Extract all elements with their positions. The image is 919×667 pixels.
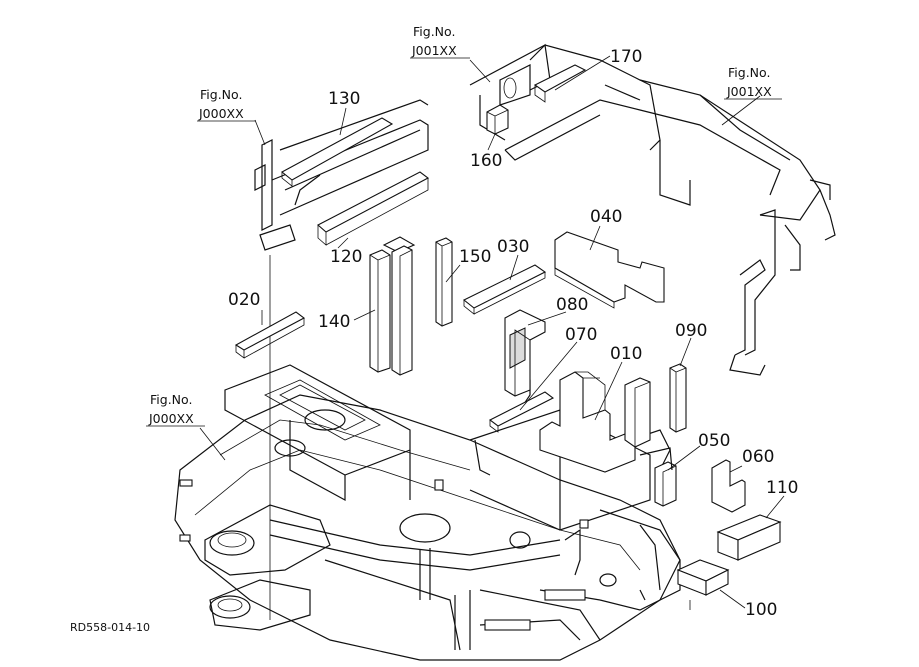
main-frame [174,364,681,661]
part-label-120: 120 [330,247,362,267]
part-label-080: 080 [556,295,588,315]
part-040 [554,231,665,309]
part-label-090: 090 [675,321,707,341]
part-label-130: 130 [328,89,360,109]
fig-ref-j000xx-left: Fig.No. J000XX [146,392,205,427]
part-090-block [624,377,651,448]
fig-ref-number: J000XX [198,106,244,121]
part-140 [369,236,416,376]
part-label-100: 100 [745,600,777,620]
part-010 [539,371,636,473]
part-050 [639,447,677,507]
part-label-010: 010 [610,344,642,364]
part-label-150: 150 [459,247,491,267]
part-020 [234,311,306,359]
fig-ref-title: Fig.No. [150,392,192,407]
part-label-020: 020 [228,290,260,310]
fig-ref-number: J001XX [411,43,457,58]
upper-frame-assembly [469,43,836,376]
part-label-110: 110 [766,478,798,498]
part-070 [488,391,555,433]
fig-ref-number: J000XX [148,411,194,426]
left-bracket-assembly [254,99,429,620]
fig-ref-j000xx-top: Fig.No. J000XX [197,87,256,122]
fig-ref-title: Fig.No. [728,65,770,80]
part-label-060: 060 [742,447,774,467]
part-label-040: 040 [590,207,622,227]
fig-ref-title: Fig.No. [200,87,242,102]
part-060 [711,459,746,513]
fig-ref-j001xx-right: Fig.No. J001XX [724,65,782,100]
part-090 [669,363,687,433]
fig-ref-title: Fig.No. [413,24,455,39]
drawing-code: RD558-014-10 [70,621,150,634]
part-110 [716,514,782,561]
part-080 [504,309,546,397]
fig-ref-j001xx-top: Fig.No. J001XX [410,24,470,59]
part-120 [317,171,430,246]
part-label-170: 170 [610,47,642,67]
part-150 [435,237,453,327]
part-label-140: 140 [318,312,350,332]
part-100 [676,559,730,596]
part-number-labels: 130 120 170 160 040 150 030 020 140 080 … [228,47,798,620]
leader-lines [199,55,785,610]
part-label-070: 070 [565,325,597,345]
part-label-160: 160 [470,151,502,171]
part-130 [281,117,394,187]
part-label-030: 030 [497,237,529,257]
part-label-050: 050 [698,431,730,451]
part-030 [462,264,547,315]
fig-ref-number: J001XX [726,84,772,99]
